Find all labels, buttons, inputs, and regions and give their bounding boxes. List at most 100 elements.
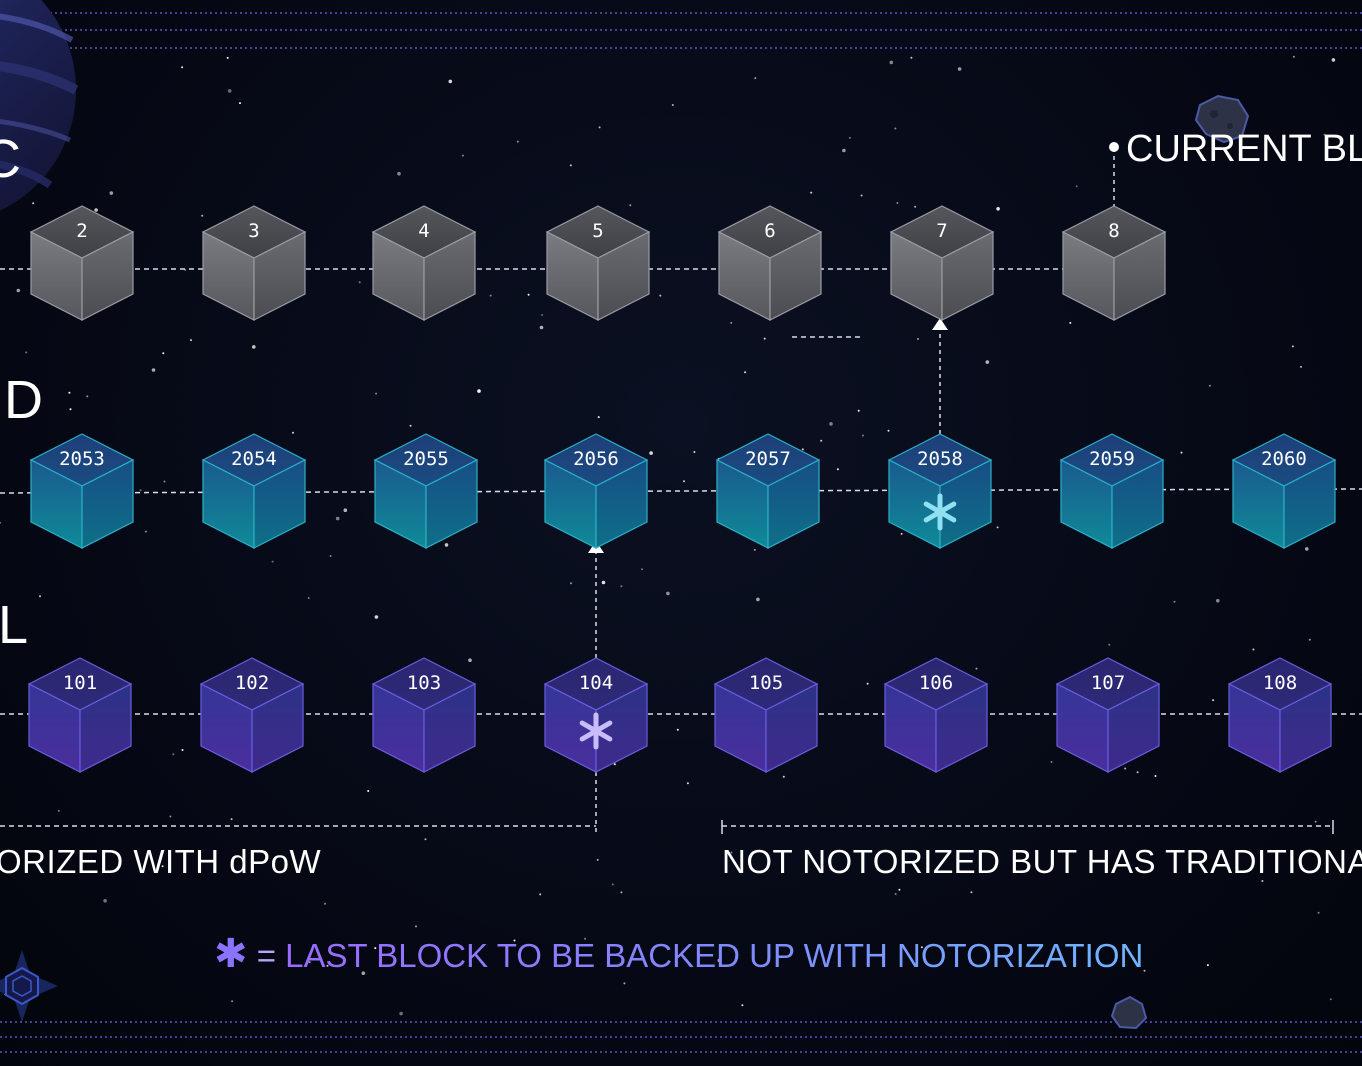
top-block-6: 6 xyxy=(717,205,823,321)
star-dot xyxy=(914,205,917,208)
star-dot xyxy=(415,925,417,928)
mid-block-2056: 2056 xyxy=(543,433,649,549)
cube-right-face xyxy=(251,683,304,773)
star-dot xyxy=(753,548,756,551)
block-number: 7 xyxy=(936,220,947,242)
asterisk-icon xyxy=(923,493,957,531)
star-dot xyxy=(39,595,41,598)
star-dot xyxy=(161,865,164,868)
star-dot xyxy=(1261,880,1264,882)
top-block-8: 8 xyxy=(1061,205,1167,321)
block-number: 104 xyxy=(579,672,613,694)
star-dot xyxy=(343,508,348,512)
star-dot xyxy=(16,288,21,293)
star-dot xyxy=(629,204,632,207)
block-number: 102 xyxy=(235,672,269,694)
star-dot xyxy=(358,281,361,284)
planet-icon xyxy=(0,0,79,211)
top-block-2: 2 xyxy=(29,205,135,321)
cube-right-face xyxy=(79,683,132,773)
star-dot xyxy=(513,939,516,942)
star-dot xyxy=(857,409,860,412)
cube-right-face xyxy=(769,231,822,321)
star-dot xyxy=(1329,998,1332,1001)
star-dot xyxy=(308,961,311,964)
star-dot xyxy=(910,56,913,59)
star-dot xyxy=(181,749,184,751)
current-block-dot xyxy=(1109,142,1119,152)
block-number: 2058 xyxy=(917,448,963,470)
cube-right-face xyxy=(1283,459,1336,549)
star-dot xyxy=(151,368,156,372)
star-dot xyxy=(32,384,35,387)
star-dot xyxy=(444,543,449,547)
star-dot xyxy=(190,339,192,342)
bottom-block-102: 102 xyxy=(199,657,305,773)
star-dot xyxy=(307,597,310,599)
block-number: 2056 xyxy=(573,448,619,470)
star-dot xyxy=(730,321,733,324)
star-dot xyxy=(1331,58,1336,62)
mid-block-2058: 2058 xyxy=(887,433,993,549)
star-dot xyxy=(970,891,973,894)
star-dot xyxy=(163,480,166,483)
cube-right-face xyxy=(1111,459,1164,549)
cube-right-face xyxy=(1113,231,1166,321)
star-dot xyxy=(409,424,412,427)
cube-right-face xyxy=(597,231,650,321)
cube-right-face xyxy=(595,459,648,549)
star-dot xyxy=(68,391,71,394)
star-dot xyxy=(252,345,256,349)
star-dot xyxy=(842,148,846,153)
star-dot xyxy=(1136,771,1139,774)
block-number: 105 xyxy=(749,672,783,694)
star-dot xyxy=(477,389,481,393)
star-dot xyxy=(866,682,869,685)
top-block-7: 7 xyxy=(889,205,995,321)
star-dot xyxy=(756,597,760,602)
block-number: 4 xyxy=(418,220,429,242)
bottom-block-101: 101 xyxy=(27,657,133,773)
star-dot xyxy=(894,893,897,895)
star-dot xyxy=(836,468,839,471)
block-number: 2 xyxy=(76,220,87,242)
star-dot xyxy=(596,858,599,861)
cube-right-face xyxy=(253,231,306,321)
legend-equals: = xyxy=(256,937,276,974)
star-dot xyxy=(103,899,107,903)
top-chain-label: C xyxy=(0,129,21,189)
star-dot xyxy=(239,102,241,105)
star-dot xyxy=(686,782,689,785)
star-dot xyxy=(1206,964,1209,967)
block-number: 2060 xyxy=(1261,448,1307,470)
top-block-3: 3 xyxy=(201,205,307,321)
mid-block-2060: 2060 xyxy=(1231,433,1337,549)
star-dot xyxy=(569,164,572,167)
star-dot xyxy=(975,667,978,670)
star-dot xyxy=(1143,969,1146,972)
mid-block-2054: 2054 xyxy=(201,433,307,549)
star-dot xyxy=(801,448,804,451)
star-dot xyxy=(292,431,294,434)
cube-right-face xyxy=(767,459,820,549)
star-dot xyxy=(957,67,962,71)
star-dot xyxy=(900,532,903,535)
star-dot xyxy=(162,352,165,355)
legend: ✱ = LAST BLOCK TO BE BACKED UP WITH NOTO… xyxy=(214,934,1143,974)
star-dot xyxy=(1292,55,1295,58)
star-dot xyxy=(397,171,401,176)
asterisk-icon xyxy=(579,712,613,750)
bottom-block-107: 107 xyxy=(1055,657,1161,773)
frame-lines xyxy=(0,12,1362,1053)
star-dot xyxy=(69,408,72,411)
star-dot xyxy=(730,851,733,854)
star-dot xyxy=(860,194,863,197)
star-dot xyxy=(326,964,329,967)
star-dot xyxy=(144,530,147,533)
mid-block-2059: 2059 xyxy=(1059,433,1165,549)
star-dot xyxy=(896,202,899,204)
star-dot xyxy=(0,521,2,524)
star-dot xyxy=(1323,133,1326,136)
